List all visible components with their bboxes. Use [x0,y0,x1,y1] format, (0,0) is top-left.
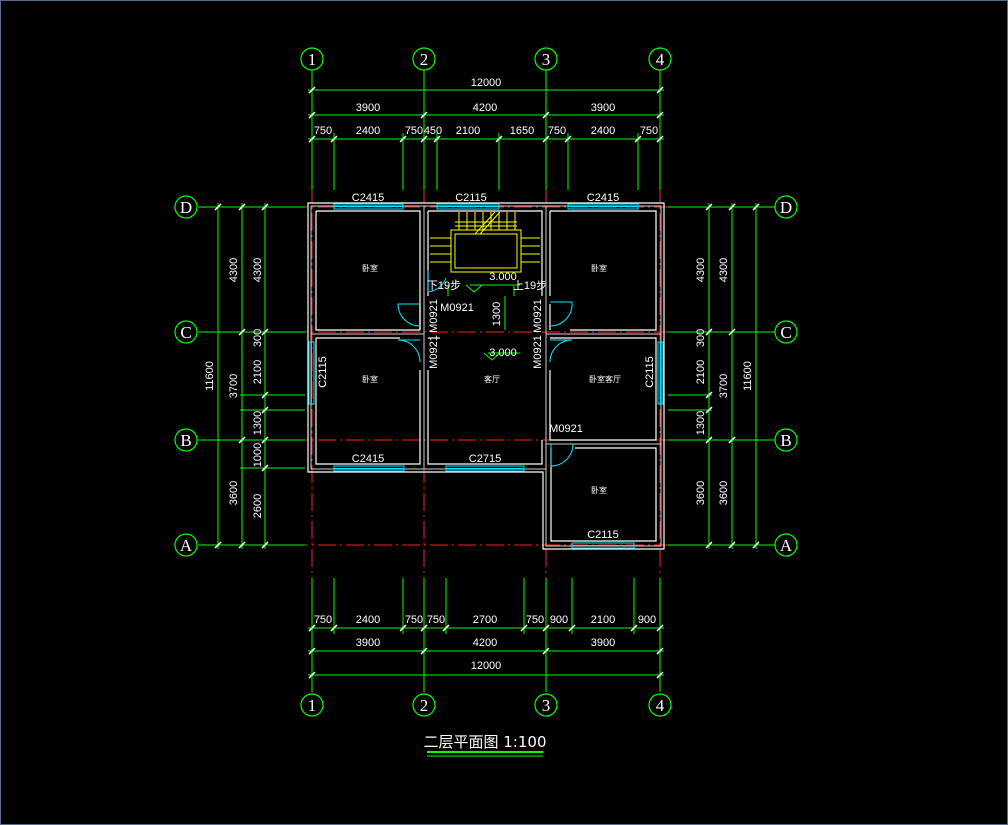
door-label: M0921 [428,335,440,369]
axis-label-top-4: 4 [656,50,665,69]
dim-top-detail: 2400 [591,125,615,137]
window-label: C2115 [587,529,619,541]
axis-label-bottom-1: 1 [308,696,317,715]
axis-label-left-a: A [180,536,193,555]
room-label: 卧室客厅 [589,374,621,384]
dim-bottom-span-2: 4200 [473,637,497,649]
dim-right-detail: 3600 [695,481,707,505]
dim-left-detail: 2600 [252,494,264,518]
dim-right-span-2: 3700 [718,374,730,398]
axis-label-right-b: B [780,431,791,450]
axis-label-bottom-2: 2 [420,696,429,715]
dim-bottom-detail: 750 [526,614,544,626]
window-label: C2715 [469,453,501,465]
floor-level: 3.000 [489,347,517,359]
axis-label-top-2: 2 [420,50,429,69]
axis-label-left-d: D [180,198,192,217]
dim-bottom-span-3: 3900 [591,637,615,649]
door-label: M0921 [440,302,474,314]
axis-label-bottom-3: 3 [542,696,551,715]
walls [307,202,665,550]
dim-top-detail: 1650 [510,125,534,137]
window-label: C2415 [587,192,619,204]
room-label: 卧室 [362,263,378,273]
room-label: 卧室 [591,485,607,495]
dim-left-total: 11600 [204,361,216,391]
dim-left-detail: 1300 [252,411,264,435]
window-label: C2115 [644,356,656,388]
dim-bottom-detail: 900 [638,614,656,626]
dim-bottom-detail: 750 [405,614,423,626]
dim-top-detail: 2400 [356,125,380,137]
axis-label-bottom-4: 4 [656,696,665,715]
dim-top-detail: 750 [548,125,566,137]
window-label: C2415 [352,453,384,465]
wall-inner-lines [310,205,662,547]
dimension-lines [198,70,775,692]
dim-left-span-3: 3600 [228,481,240,505]
dim-top-span-3: 3900 [591,102,615,114]
dim-left-detail: 1000 [252,443,264,467]
dim-right-detail: 2100 [695,360,707,384]
dim-top-span-2: 4200 [473,102,497,114]
dim-left-span-2: 3700 [228,374,240,398]
dim-bottom-detail: 2100 [591,614,615,626]
dim-right-detail: 1300 [695,411,707,435]
door-label: M0921 [549,423,583,435]
stair-arrows [447,284,520,361]
windows [308,203,664,549]
room-label: 卧室 [362,374,378,384]
window-label: C2115 [455,192,487,204]
axis-bubbles [174,47,798,717]
dim-right-detail: 300 [695,329,707,347]
dim-right-detail: 4300 [695,258,707,282]
dim-bottom-detail: 750 [427,614,445,626]
door-label: M0921 [428,299,440,333]
room-label: 卧室 [591,263,607,273]
dim-top-detail: 750 [640,125,658,137]
door-label: M0921 [532,335,544,369]
dim-bottom-detail: 900 [550,614,568,626]
dim-left-detail: 300 [252,329,264,347]
room-label: 客厅 [484,374,500,384]
doors [397,270,574,467]
dim-top-detail: 750 [314,125,332,137]
axis-label-top-1: 1 [308,50,317,69]
door-label: M0921 [532,299,544,333]
axis-label-left-c: C [180,323,191,342]
dim-top-span-1: 3900 [356,102,380,114]
stair-up-label: 上19步 [513,279,547,292]
stair [430,211,540,273]
dimension-ticks [214,86,760,679]
dim-top-detail: 750 [405,125,423,137]
dim-bottom-span-1: 3900 [356,637,380,649]
dim-top-detail: 2100 [456,125,480,137]
axis-label-right-c: C [780,323,791,342]
axis-label-left-b: B [180,431,191,450]
drawing-title: 二层平面图 1:100 [424,733,547,751]
stair-level: 3.000 [489,271,517,283]
dim-right-span-1: 4300 [718,258,730,282]
window-label: C2415 [352,192,384,204]
dim-right-span-3: 3600 [718,481,730,505]
dim-top-detail: 450 [424,125,442,137]
dim-left-detail: 4300 [252,258,264,282]
dim-left-detail: 2100 [252,360,264,384]
dim-bottom-detail: 750 [314,614,332,626]
stair-dim: 1300 [491,302,503,326]
dim-top-total: 12000 [471,77,502,89]
dim-right-total: 11600 [742,361,754,391]
axis-label-top-3: 3 [542,50,551,69]
window-label: C2115 [317,356,329,388]
dim-bottom-detail: 2400 [356,614,380,626]
axis-label-right-d: D [780,198,792,217]
dim-left-span-1: 4300 [228,258,240,282]
dim-bottom-total: 12000 [471,660,502,672]
dim-bottom-detail: 2700 [473,614,497,626]
axis-label-right-a: A [780,536,793,555]
stair-down-label: 下19步 [427,279,461,292]
